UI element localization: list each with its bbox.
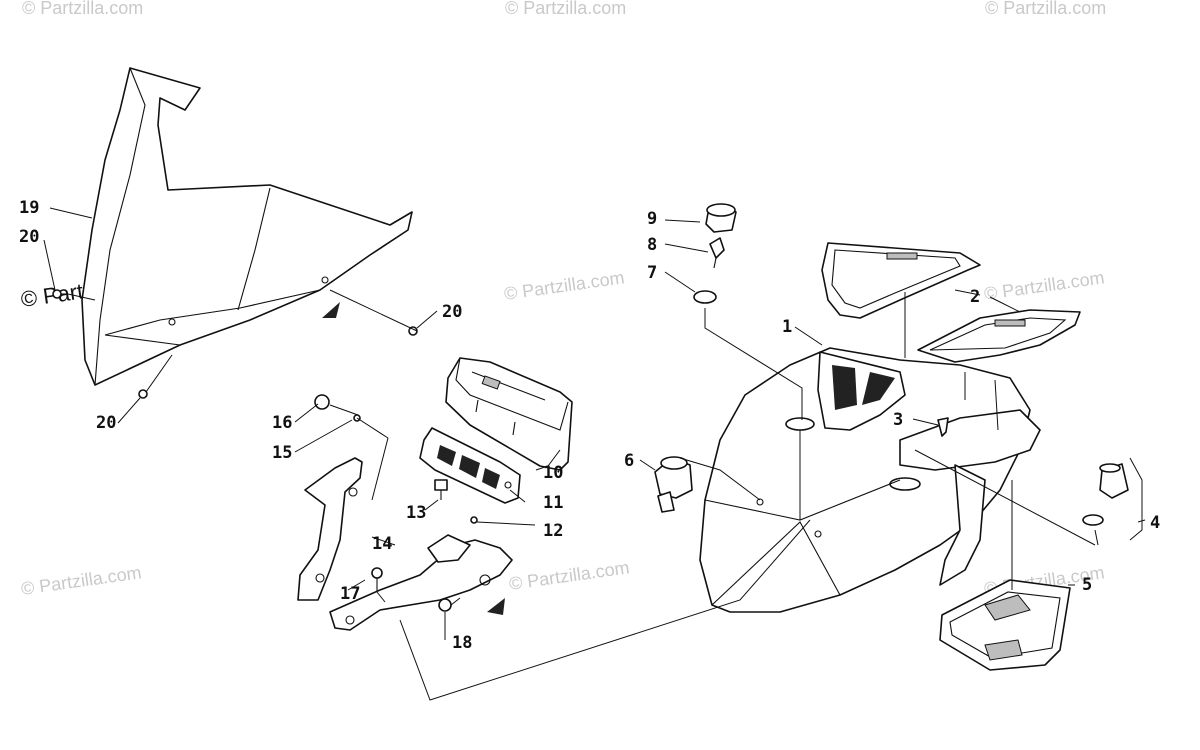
hardware-12-13 bbox=[424, 479, 536, 526]
screw-part-3 bbox=[912, 417, 949, 437]
screw-icon bbox=[52, 289, 68, 299]
callout-12: 12 bbox=[543, 521, 563, 541]
watermark-bottom-center: © Partzilla.com bbox=[508, 557, 631, 594]
callout-20-upper-left: 20 bbox=[19, 227, 39, 247]
screws-part-20 bbox=[52, 289, 418, 399]
callout-15: 15 bbox=[272, 443, 292, 463]
callout-17: 17 bbox=[340, 584, 360, 604]
callout-5: 5 bbox=[1082, 575, 1092, 595]
bolt-icon bbox=[434, 479, 448, 500]
watermark-bottom-left: © Partzilla.com bbox=[20, 562, 143, 599]
hardware-15-18 bbox=[314, 394, 461, 612]
hood-part bbox=[699, 347, 1041, 613]
callout-19: 19 bbox=[19, 198, 39, 218]
assembly-lines bbox=[399, 292, 1099, 701]
callout-11: 11 bbox=[543, 493, 563, 513]
callout-4: 4 bbox=[1150, 513, 1160, 533]
callout-9: 9 bbox=[647, 209, 657, 229]
callouts: 19 20 20 20 1 2 3 4 5 6 7 8 9 10 11 12 1… bbox=[19, 198, 1160, 653]
callout-14: 14 bbox=[372, 534, 392, 554]
key-switch-parts bbox=[664, 203, 737, 304]
watermark-top-right: © Partzilla.com bbox=[985, 0, 1106, 18]
callout-1: 1 bbox=[782, 317, 792, 337]
screw-icon bbox=[371, 567, 383, 592]
callout-7: 7 bbox=[647, 263, 657, 283]
callout-2: 2 bbox=[970, 287, 980, 307]
mounting-bracket-part bbox=[297, 457, 513, 631]
nut-icon bbox=[470, 516, 478, 524]
instrument-cluster-part bbox=[445, 357, 573, 471]
callout-13: 13 bbox=[406, 503, 426, 523]
watermark-mid-right: © Partzilla.com bbox=[983, 267, 1106, 304]
gauge-bracket-part bbox=[419, 427, 521, 504]
side-panels-part bbox=[821, 242, 1081, 363]
windshield-part bbox=[81, 67, 413, 386]
callout-18: 18 bbox=[452, 633, 472, 653]
watermark-top-center: © Partzilla.com bbox=[505, 0, 626, 18]
screw-icon bbox=[138, 389, 148, 399]
nut-icon bbox=[438, 598, 452, 612]
callout-20-lower: 20 bbox=[96, 413, 116, 433]
callout-6: 6 bbox=[624, 451, 634, 471]
callout-3: 3 bbox=[893, 410, 903, 430]
callout-16: 16 bbox=[272, 413, 292, 433]
watermark-mid-center: © Partzilla.com bbox=[503, 267, 626, 304]
callout-8: 8 bbox=[647, 235, 657, 255]
callout-20-right: 20 bbox=[442, 302, 462, 322]
nut-icon bbox=[314, 394, 330, 410]
decal-plate-part bbox=[939, 579, 1071, 671]
watermark-top-left: © Partzilla.com bbox=[22, 0, 143, 18]
ignition-switch-part bbox=[654, 456, 693, 513]
callout-arrows bbox=[43, 239, 438, 453]
callout-leaders bbox=[49, 207, 1146, 640]
switch-assembly-part bbox=[1082, 457, 1143, 541]
callout-10: 10 bbox=[543, 463, 563, 483]
